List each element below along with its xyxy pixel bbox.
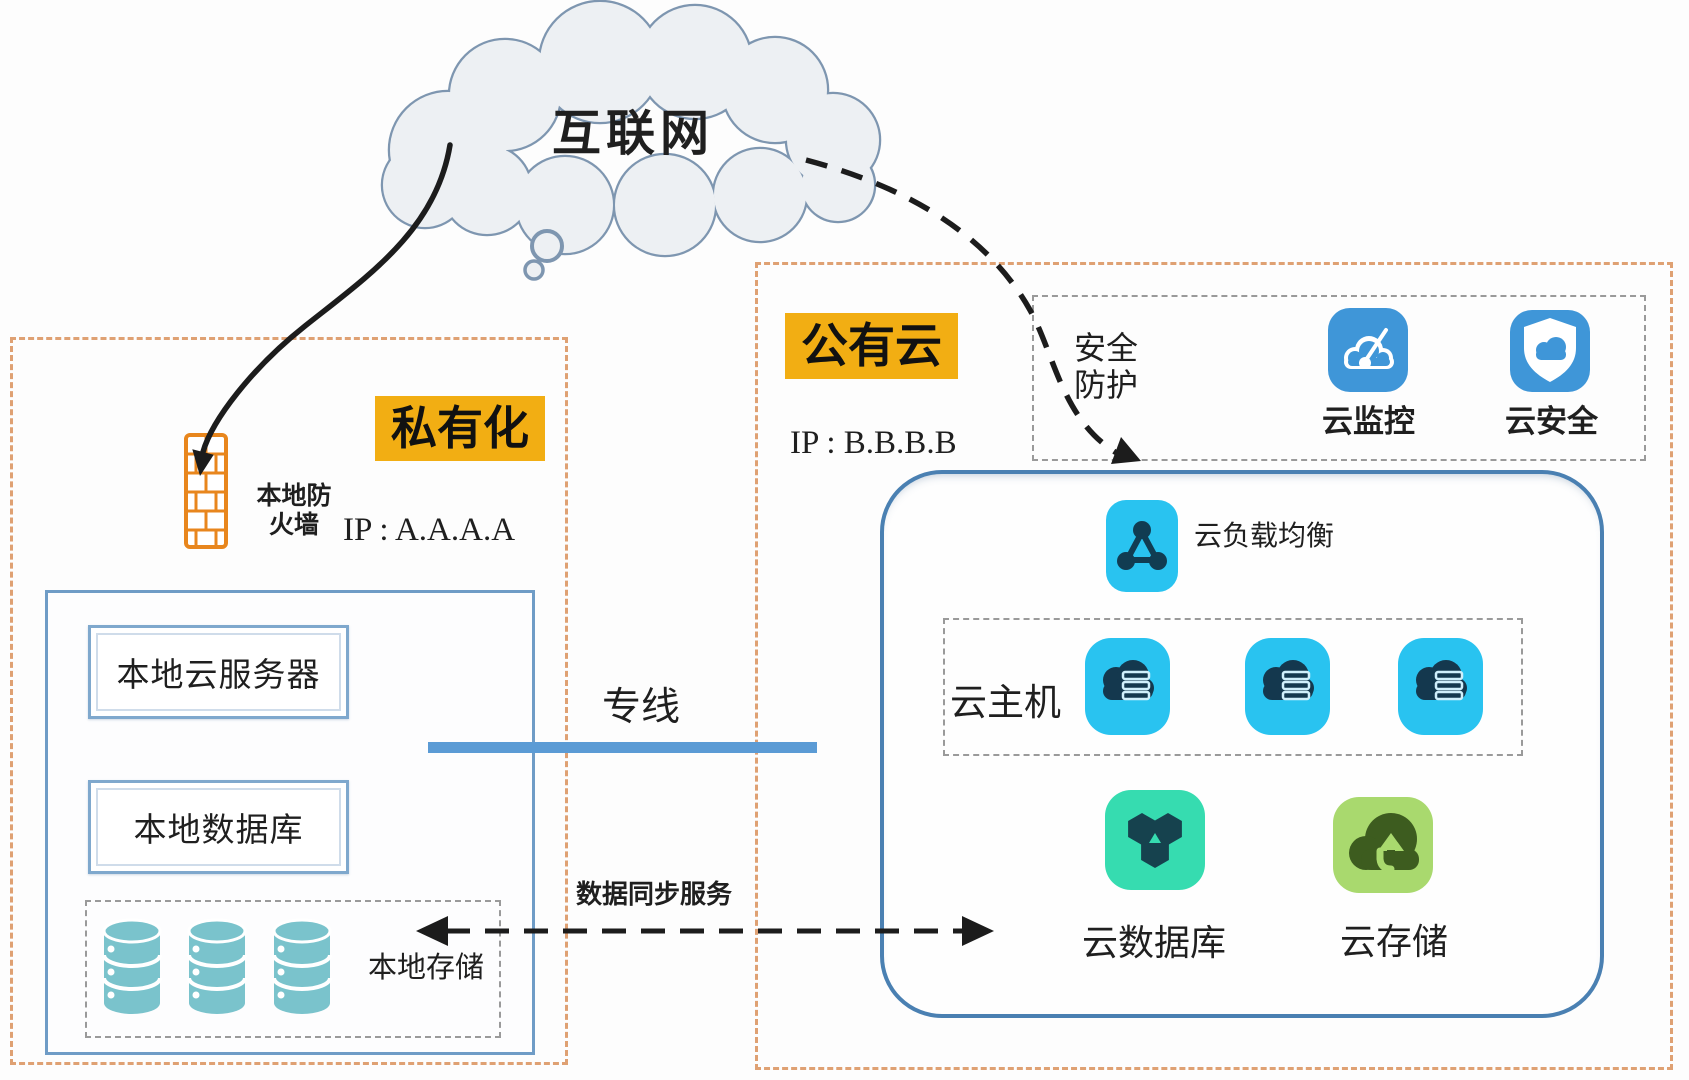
cloud-storage-icon [1333,797,1433,893]
cloud-database-label: 云数据库 [1082,922,1227,963]
cloud-host-icon [1085,638,1170,735]
storage-cylinder-icon [185,918,249,1016]
cloud-host-icon [1398,638,1483,735]
local-storage-box [85,900,501,1038]
firewall-icon [184,433,228,549]
security-protection-label: 安全 防护 [1074,330,1139,403]
public-zone-tag: 公有云 [785,313,958,380]
cloud-monitor-icon [1328,308,1408,392]
local-database-label: 本地数据库 [133,811,304,848]
load-balancer-label: 云负载均衡 [1194,520,1335,551]
cloud-database-icon [1105,790,1205,890]
cloud-security-label: 云安全 [1505,404,1598,439]
storage-cylinder-icon [100,918,164,1016]
storage-cylinder-icon [270,918,334,1016]
local-server-label: 本地云服务器 [116,656,321,693]
cloud-security-icon [1510,310,1590,392]
dedicated-line-label: 专线 [602,686,681,729]
public-cloud-container [880,470,1604,1018]
firewall-label: 本地防 火墙 [256,482,332,539]
local-database-box: 本地数据库 [88,780,349,874]
local-storage-label: 本地存储 [368,952,485,984]
local-server-box: 本地云服务器 [88,625,349,719]
cloud-monitor-label: 云监控 [1322,404,1415,439]
cloud-hosts-label: 云主机 [950,682,1061,723]
cloud-storage-label: 云存储 [1340,921,1449,962]
load-balancer-icon [1106,500,1178,592]
cloud-hosts-box [943,618,1523,756]
cloud-host-icon [1245,638,1330,735]
private-ip-label: IP : A.A.A.A [343,512,516,548]
data-sync-label: 数据同步服务 [576,879,733,909]
public-zone-box [755,262,1673,1070]
public-ip-label: IP : B.B.B.B [790,425,957,461]
private-zone-tag: 私有化 [375,396,545,461]
internet-label: 互联网 [552,107,715,161]
